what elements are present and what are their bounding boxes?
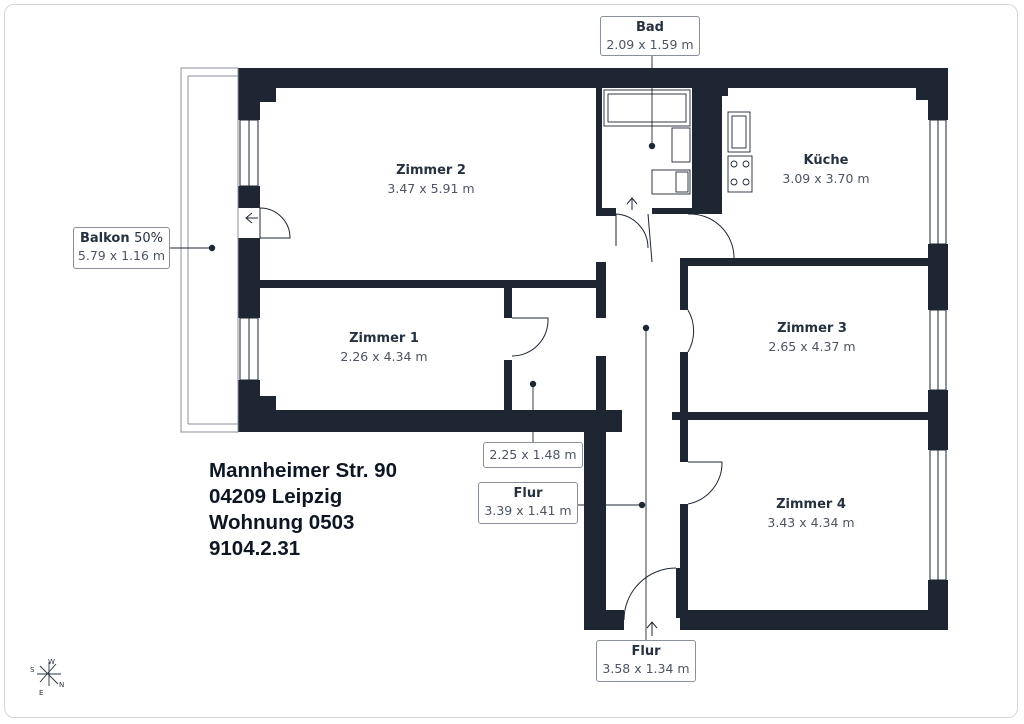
wall-z3-z4 — [672, 412, 928, 420]
wall-z4-left-bottom — [680, 504, 688, 610]
wall-bath-left — [596, 88, 602, 214]
wall-left-mid — [238, 238, 260, 318]
leader-lines — [170, 56, 653, 640]
callout-bad: Bad 2.09 x 1.59 m — [600, 16, 700, 56]
room-dimensions: 3.09 x 3.70 m — [782, 171, 870, 186]
compass-w: W — [48, 658, 55, 666]
callout-flur-1: Flur 3.39 x 1.41 m — [478, 482, 578, 524]
address-city: 04209 Leipzig — [209, 485, 343, 508]
entry-arrows — [245, 197, 658, 636]
compass-e: E — [39, 689, 44, 697]
wall-storage-right — [596, 356, 606, 410]
room-dimensions: 2.26 x 4.34 m — [340, 349, 428, 364]
room-dimensions: 3.47 x 5.91 m — [387, 181, 475, 196]
room-dimensions: 3.43 x 4.34 m — [767, 515, 855, 530]
wall-nub — [722, 88, 728, 96]
doors — [259, 207, 735, 621]
compass-rose: W S N E — [28, 654, 72, 698]
callout-flur-2: Flur 3.58 x 1.34 m — [596, 640, 696, 682]
wall-bottom-left — [238, 410, 622, 432]
callout-balkon: Balkon 50% 5.79 x 1.16 m — [73, 227, 170, 269]
callout-percent: 50% — [134, 231, 164, 246]
bath-fixtures — [603, 89, 691, 195]
callout-dimensions: 3.58 x 1.34 m — [602, 661, 690, 676]
wall-bottom-right — [680, 610, 948, 630]
room-name: Zimmer 4 — [776, 497, 846, 512]
wall-left-door-top — [238, 186, 260, 208]
room-kueche: Küche 3.09 x 3.70 m — [782, 152, 869, 188]
callout-dimensions: 3.39 x 1.41 m — [484, 503, 572, 518]
kitchen-fixtures — [727, 111, 753, 193]
page-border — [4, 4, 1018, 718]
wall-nub — [260, 88, 276, 102]
wall-storage-top — [504, 288, 512, 318]
room-name: Zimmer 2 — [396, 163, 466, 178]
compass-s: S — [30, 666, 35, 674]
callout-name: Flur — [513, 486, 543, 501]
wall-nub — [260, 396, 276, 410]
room-zimmer-2: Zimmer 2 3.47 x 5.91 m — [387, 162, 474, 198]
wall-corridor-stub — [596, 262, 606, 318]
wall-bath-bottom-left — [596, 208, 616, 216]
callout-name-row: Balkon 50% — [74, 230, 169, 247]
room-zimmer-4: Zimmer 4 3.43 x 4.34 m — [767, 496, 854, 532]
wall-stub — [606, 412, 622, 420]
wall-z4-left-top — [680, 420, 688, 462]
callout-dimensions: 2.09 x 1.59 m — [606, 37, 694, 52]
room-dimensions: 2.65 x 4.37 m — [768, 339, 856, 354]
wall-z3-left-top — [680, 258, 688, 310]
room-zimmer-3: Zimmer 3 2.65 x 4.37 m — [768, 320, 855, 356]
wall-top — [238, 68, 948, 88]
room-name: Zimmer 1 — [349, 331, 419, 346]
wall-right-top — [928, 68, 948, 120]
wall-corridor-left — [584, 410, 606, 630]
balcony — [180, 67, 239, 433]
address-unit: Wohnung 0503 — [209, 511, 355, 534]
callout-abstell: 2.25 x 1.48 m — [483, 442, 583, 468]
wall-bath-kitchen — [692, 68, 722, 210]
wall-left-top — [238, 68, 260, 120]
walls — [238, 68, 948, 630]
callout-dimensions: 2.25 x 1.48 m — [489, 447, 577, 462]
window-lines — [248, 120, 939, 580]
room-zimmer-1: Zimmer 1 2.26 x 4.34 m — [340, 330, 427, 366]
compass-icon — [37, 662, 61, 686]
address-reference: 9104.2.31 — [209, 537, 301, 560]
wall-z3-left-bottom — [680, 352, 688, 414]
room-name: Zimmer 3 — [777, 321, 847, 336]
compass-n: N — [59, 681, 65, 689]
address-block: Mannheimer Str. 90 04209 Leipzig Wohnung… — [209, 458, 397, 562]
wall-nub — [916, 88, 928, 100]
address-street: Mannheimer Str. 90 — [209, 459, 397, 482]
wall-storage-bottom — [504, 360, 512, 410]
callout-name: Bad — [636, 20, 664, 35]
room-name: Küche — [803, 153, 849, 168]
wall-z2-z1 — [260, 280, 606, 288]
wall-right-mid1 — [928, 244, 948, 310]
wall-right-mid2 — [928, 390, 948, 450]
wall-kitchen-z3 — [680, 258, 928, 266]
wall-entry-left — [584, 610, 624, 630]
callout-name: Balkon — [79, 231, 130, 246]
leader-dots — [208, 142, 656, 509]
wall-entry-right — [676, 568, 682, 618]
wall-bath-bottom-right — [652, 208, 722, 214]
callout-dimensions: 5.79 x 1.16 m — [77, 248, 166, 263]
callout-name: Flur — [631, 644, 661, 659]
